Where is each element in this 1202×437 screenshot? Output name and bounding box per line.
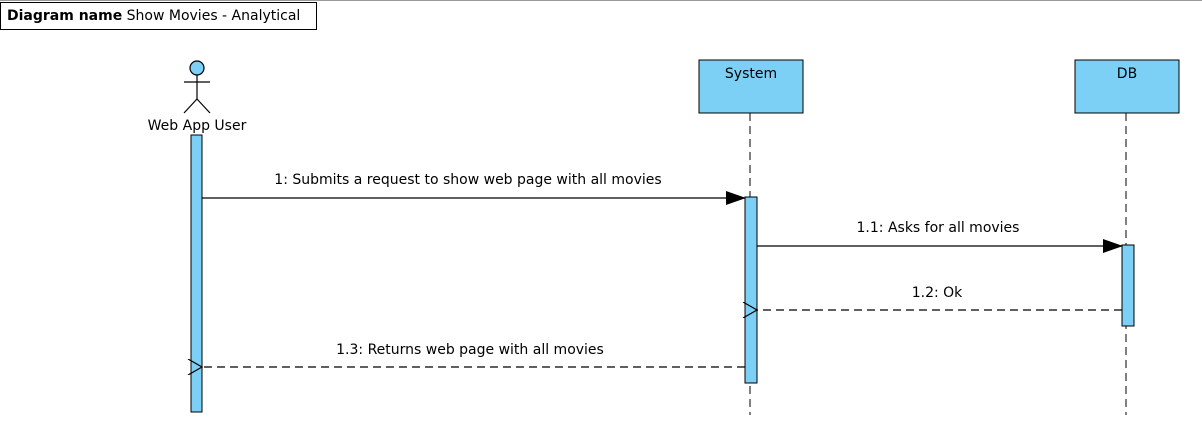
- message-1-1-label: 1.1: Asks for all movies: [857, 220, 1020, 236]
- actor-left-leg: [183, 98, 198, 114]
- diagram-name-value: Show Movies - Analytical: [126, 8, 301, 24]
- diagram-frame-border: [0, 0, 1202, 1]
- message-1-1[interactable]: 1.1: Asks for all movies: [757, 220, 1123, 253]
- actor-head: [189, 60, 205, 76]
- message-1-label: 1: Submits a request to show web page wi…: [274, 172, 661, 188]
- message-1-3[interactable]: 1.3: Returns web page with all movies: [202, 342, 745, 367]
- lifeline-system-name: System: [725, 66, 777, 82]
- lifeline-db-name: DB: [1117, 66, 1137, 82]
- message-1[interactable]: 1: Submits a request to show web page wi…: [202, 172, 746, 205]
- actor-right-leg: [196, 98, 211, 114]
- actor-activation-bar: [190, 134, 203, 413]
- lifeline-db-head: [1074, 59, 1180, 114]
- lifeline-system-head: [698, 59, 804, 114]
- actor-name: Web App User: [148, 118, 247, 134]
- diagram-name-label: Diagram name: [7, 8, 123, 24]
- message-1-3-label: 1.3: Returns web page with all movies: [336, 342, 604, 358]
- db-activation-bar: [1121, 244, 1135, 327]
- message-1-2-label: 1.2: Ok: [912, 285, 963, 301]
- lifeline-db[interactable]: DB: [1074, 59, 1180, 415]
- diagram-name-tab: Diagram name Show Movies - Analytical: [0, 2, 317, 30]
- message-1-2[interactable]: 1.2: Ok: [757, 285, 1122, 310]
- system-activation-bar: [744, 196, 758, 384]
- actor-web-app-user[interactable]: Web App User: [148, 60, 247, 134]
